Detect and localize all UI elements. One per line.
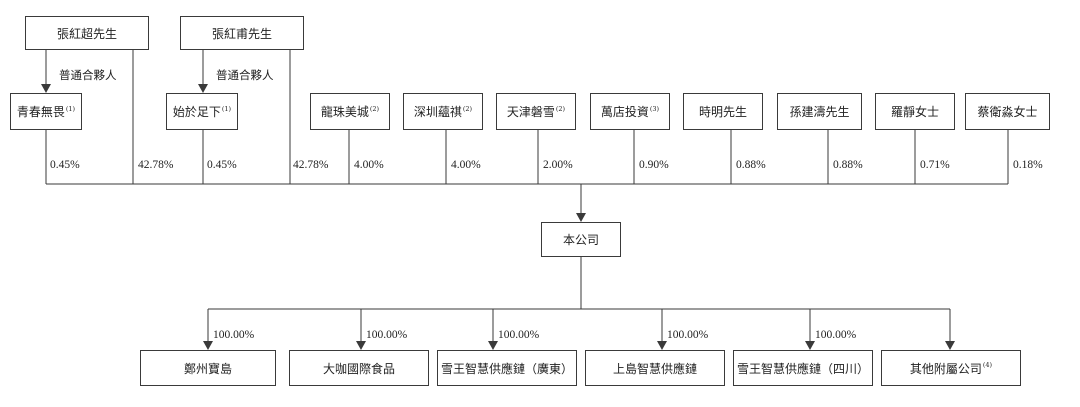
holder-name: 天津磐雪	[506, 105, 555, 119]
footnote-mark: (1)	[65, 104, 76, 113]
holder-box: 時明先生	[683, 93, 763, 130]
holding-percent: 42.78%	[138, 159, 174, 171]
subsidiary-percent: 100.00%	[366, 329, 408, 341]
person-box-zhang-hongchao: 張紅超先生	[25, 16, 149, 50]
person-name: 張紅甫先生	[211, 26, 272, 41]
subsidiary-percent: 100.00%	[815, 329, 857, 341]
subsidiary-percent: 100.00%	[213, 329, 255, 341]
holding-percent: 42.78%	[293, 159, 329, 171]
person-name: 張紅超先生	[56, 26, 117, 41]
partner-label: 普通合夥人	[216, 68, 274, 82]
holding-percent: 4.00%	[451, 159, 481, 171]
holding-percent: 4.00%	[354, 159, 384, 171]
holder-box: 孫建濤先生	[777, 93, 862, 130]
subsidiary-box: 上島智慧供應鏈	[585, 350, 725, 386]
holder-name: 萬店投資	[600, 105, 649, 119]
holder-box: 羅靜女士	[875, 93, 955, 130]
person-box-zhang-hongfu: 張紅甫先生	[180, 16, 304, 50]
subsidiary-box: 大咖國際食品	[289, 350, 429, 386]
holder-box: 蔡衛淼女士	[965, 93, 1050, 130]
footnote-mark: (4)	[982, 361, 993, 369]
holding-percent: 0.18%	[1013, 159, 1043, 171]
holder-name: 羅靜女士	[890, 105, 939, 119]
holder-box: 青春無畏(1)	[10, 93, 82, 130]
holding-percent: 0.90%	[639, 159, 669, 171]
holding-percent: 0.71%	[920, 159, 950, 171]
holder-box: 天津磐雪(2)	[496, 93, 576, 130]
holding-percent: 0.45%	[50, 159, 80, 171]
footnote-mark: (2)	[555, 104, 566, 113]
partner-label: 普通合夥人	[59, 68, 117, 82]
holding-percent: 0.45%	[207, 159, 237, 171]
subsidiary-box: 雪王智慧供應鏈（廣東）	[437, 350, 577, 386]
subsidiary-name: 鄭州寶島	[183, 361, 232, 376]
footnote-mark: (2)	[462, 104, 473, 113]
holder-name: 蔡衛淼女士	[977, 105, 1038, 119]
subsidiary-box: 雪王智慧供應鏈（四川）	[733, 350, 873, 386]
holder-name: 深圳蘊祺	[413, 105, 462, 119]
holder-box: 始於足下(1)	[166, 93, 238, 130]
footnote-mark: (3)	[649, 104, 660, 113]
subsidiary-percent: 100.00%	[498, 329, 540, 341]
holder-name: 龍珠美城	[320, 105, 369, 119]
holding-percent: 0.88%	[736, 159, 766, 171]
subsidiary-name: 雪王智慧供應鏈（四川）	[736, 361, 869, 376]
subsidiary-percent: 100.00%	[667, 329, 709, 341]
holder-box: 深圳蘊祺(2)	[403, 93, 483, 130]
holding-percent: 0.88%	[833, 159, 863, 171]
holder-name: 始於足下	[172, 105, 221, 119]
subsidiary-name: 大咖國際食品	[322, 361, 395, 376]
footnote-mark: (2)	[369, 104, 380, 113]
subsidiary-box: 鄭州寶島	[140, 350, 276, 386]
holder-box: 龍珠美城(2)	[310, 93, 390, 130]
holder-name: 青春無畏	[16, 105, 65, 119]
subsidiary-box: 其他附屬公司(4)	[881, 350, 1021, 386]
company-name: 本公司	[562, 233, 599, 247]
holding-percent: 2.00%	[543, 159, 573, 171]
holder-name: 時明先生	[698, 105, 747, 119]
company-box: 本公司	[541, 222, 621, 257]
holder-name: 孫建濤先生	[789, 105, 850, 119]
subsidiary-name: 雪王智慧供應鏈（廣東）	[440, 361, 573, 376]
footnote-mark: (1)	[221, 104, 232, 113]
holder-box: 萬店投資(3)	[590, 93, 670, 130]
subsidiary-name: 上島智慧供應鏈	[612, 361, 697, 376]
subsidiary-name: 其他附屬公司	[909, 361, 982, 376]
